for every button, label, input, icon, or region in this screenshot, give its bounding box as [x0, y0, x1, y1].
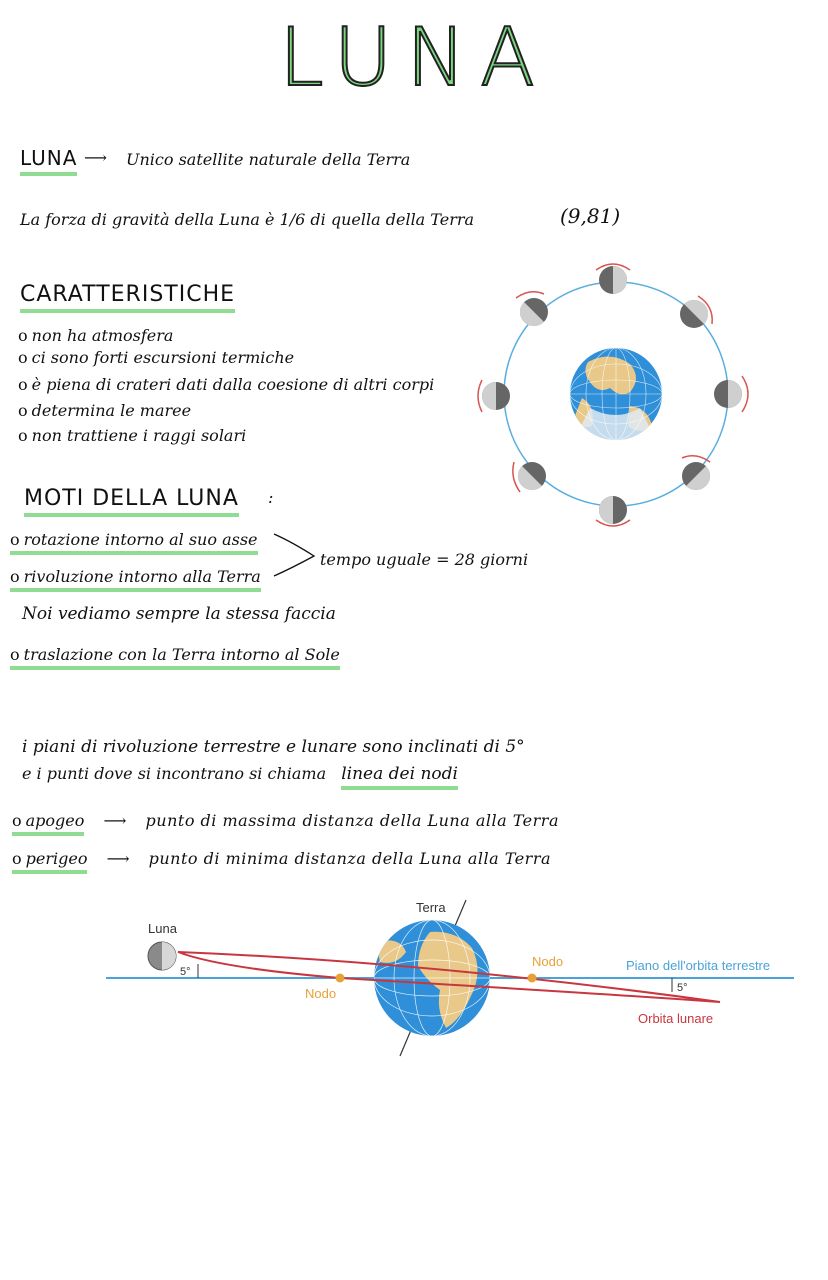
orbit-label: Orbita lunare	[638, 1011, 713, 1026]
moon-icon	[680, 295, 713, 328]
caratteristica-item: ci sono forti escursioni termiche	[18, 348, 295, 367]
luna-term: LUNA	[20, 146, 78, 176]
caratteristica-item: determina le maree	[18, 401, 191, 420]
moon-icon	[515, 291, 548, 327]
lunar-orbit-path	[177, 951, 721, 1003]
earth-globe-icon	[374, 899, 490, 1057]
arrow-icon: ⟶	[84, 148, 107, 167]
terra-label: Terra	[416, 900, 446, 915]
luna-label: Luna	[148, 921, 178, 936]
page-title: LUNA	[278, 11, 549, 104]
perigeo-text: punto di minima distanza della Luna alla…	[148, 849, 552, 868]
rivoluzione-item: rivoluzione intorno alla Terra	[10, 567, 261, 592]
node-right-label: Nodo	[532, 954, 563, 969]
apogeo-term: apogeo	[12, 811, 85, 836]
moon-icon	[477, 379, 510, 413]
moon-icon	[595, 496, 631, 527]
perigeo-row: perigeo ⟶ punto di minima distanza della…	[12, 849, 552, 874]
piani-line2-prefix: e i punti dove si incontrano si chiama	[22, 764, 327, 783]
caratteristiche-heading: CARATTERISTICHE	[20, 282, 236, 313]
gravity-text: La forza di gravità della Luna è 1/6 di …	[20, 210, 475, 229]
moon-phases-figure	[477, 263, 749, 527]
gravity-value: (9,81)	[560, 204, 621, 228]
node-right-marker	[527, 973, 537, 983]
node-left-label: Nodo	[305, 986, 336, 1001]
moon-icon	[512, 461, 546, 493]
faccia-text: Noi vediamo sempre la stessa faccia	[22, 604, 336, 624]
moon-icon	[714, 375, 749, 413]
luna-definition: Unico satellite naturale della Terra	[126, 150, 411, 169]
moon-icon	[681, 455, 711, 491]
perigeo-term: perigeo	[12, 849, 88, 874]
orbit-plane-diagram: Luna Terra 5° 5° Nodo Nodo Piano dell'or…	[106, 899, 794, 1057]
node-left-marker	[335, 973, 345, 983]
traslazione-item: traslazione con la Terra intorno al Sole	[10, 645, 340, 670]
arrow-icon: ⟶	[106, 849, 130, 868]
caratteristica-item: non trattiene i raggi solari	[18, 426, 247, 445]
brace-icon	[273, 533, 316, 577]
piani-line2: e i punti dove si incontrano si chiama l…	[22, 764, 458, 790]
moon-icon	[147, 941, 177, 971]
angle-right-label: 5°	[677, 982, 688, 994]
plane-label: Piano dell'orbita terrestre	[626, 958, 770, 973]
linea-dei-nodi: linea dei nodi	[341, 764, 458, 790]
earth-globe-icon	[570, 348, 662, 440]
moon-icon	[595, 263, 631, 294]
rotazione-item: rotazione intorno al suo asse	[10, 530, 258, 555]
moti-colon: :	[268, 488, 274, 507]
apogeo-text: punto di massima distanza della Luna all…	[145, 811, 559, 830]
moti-heading: MOTI DELLA LUNA	[24, 486, 239, 517]
piani-line1: i piani di rivoluzione terrestre e lunar…	[22, 737, 525, 757]
caratteristica-item: è piena di crateri dati dalla coesione d…	[18, 375, 435, 394]
tempo-text: tempo uguale = 28 giorni	[320, 550, 529, 569]
caratteristica-item: non ha atmosfera	[18, 326, 174, 345]
apogeo-row: apogeo ⟶ punto di massima distanza della…	[12, 811, 559, 836]
arrow-icon: ⟶	[103, 811, 127, 830]
angle-left-label: 5°	[180, 966, 191, 978]
